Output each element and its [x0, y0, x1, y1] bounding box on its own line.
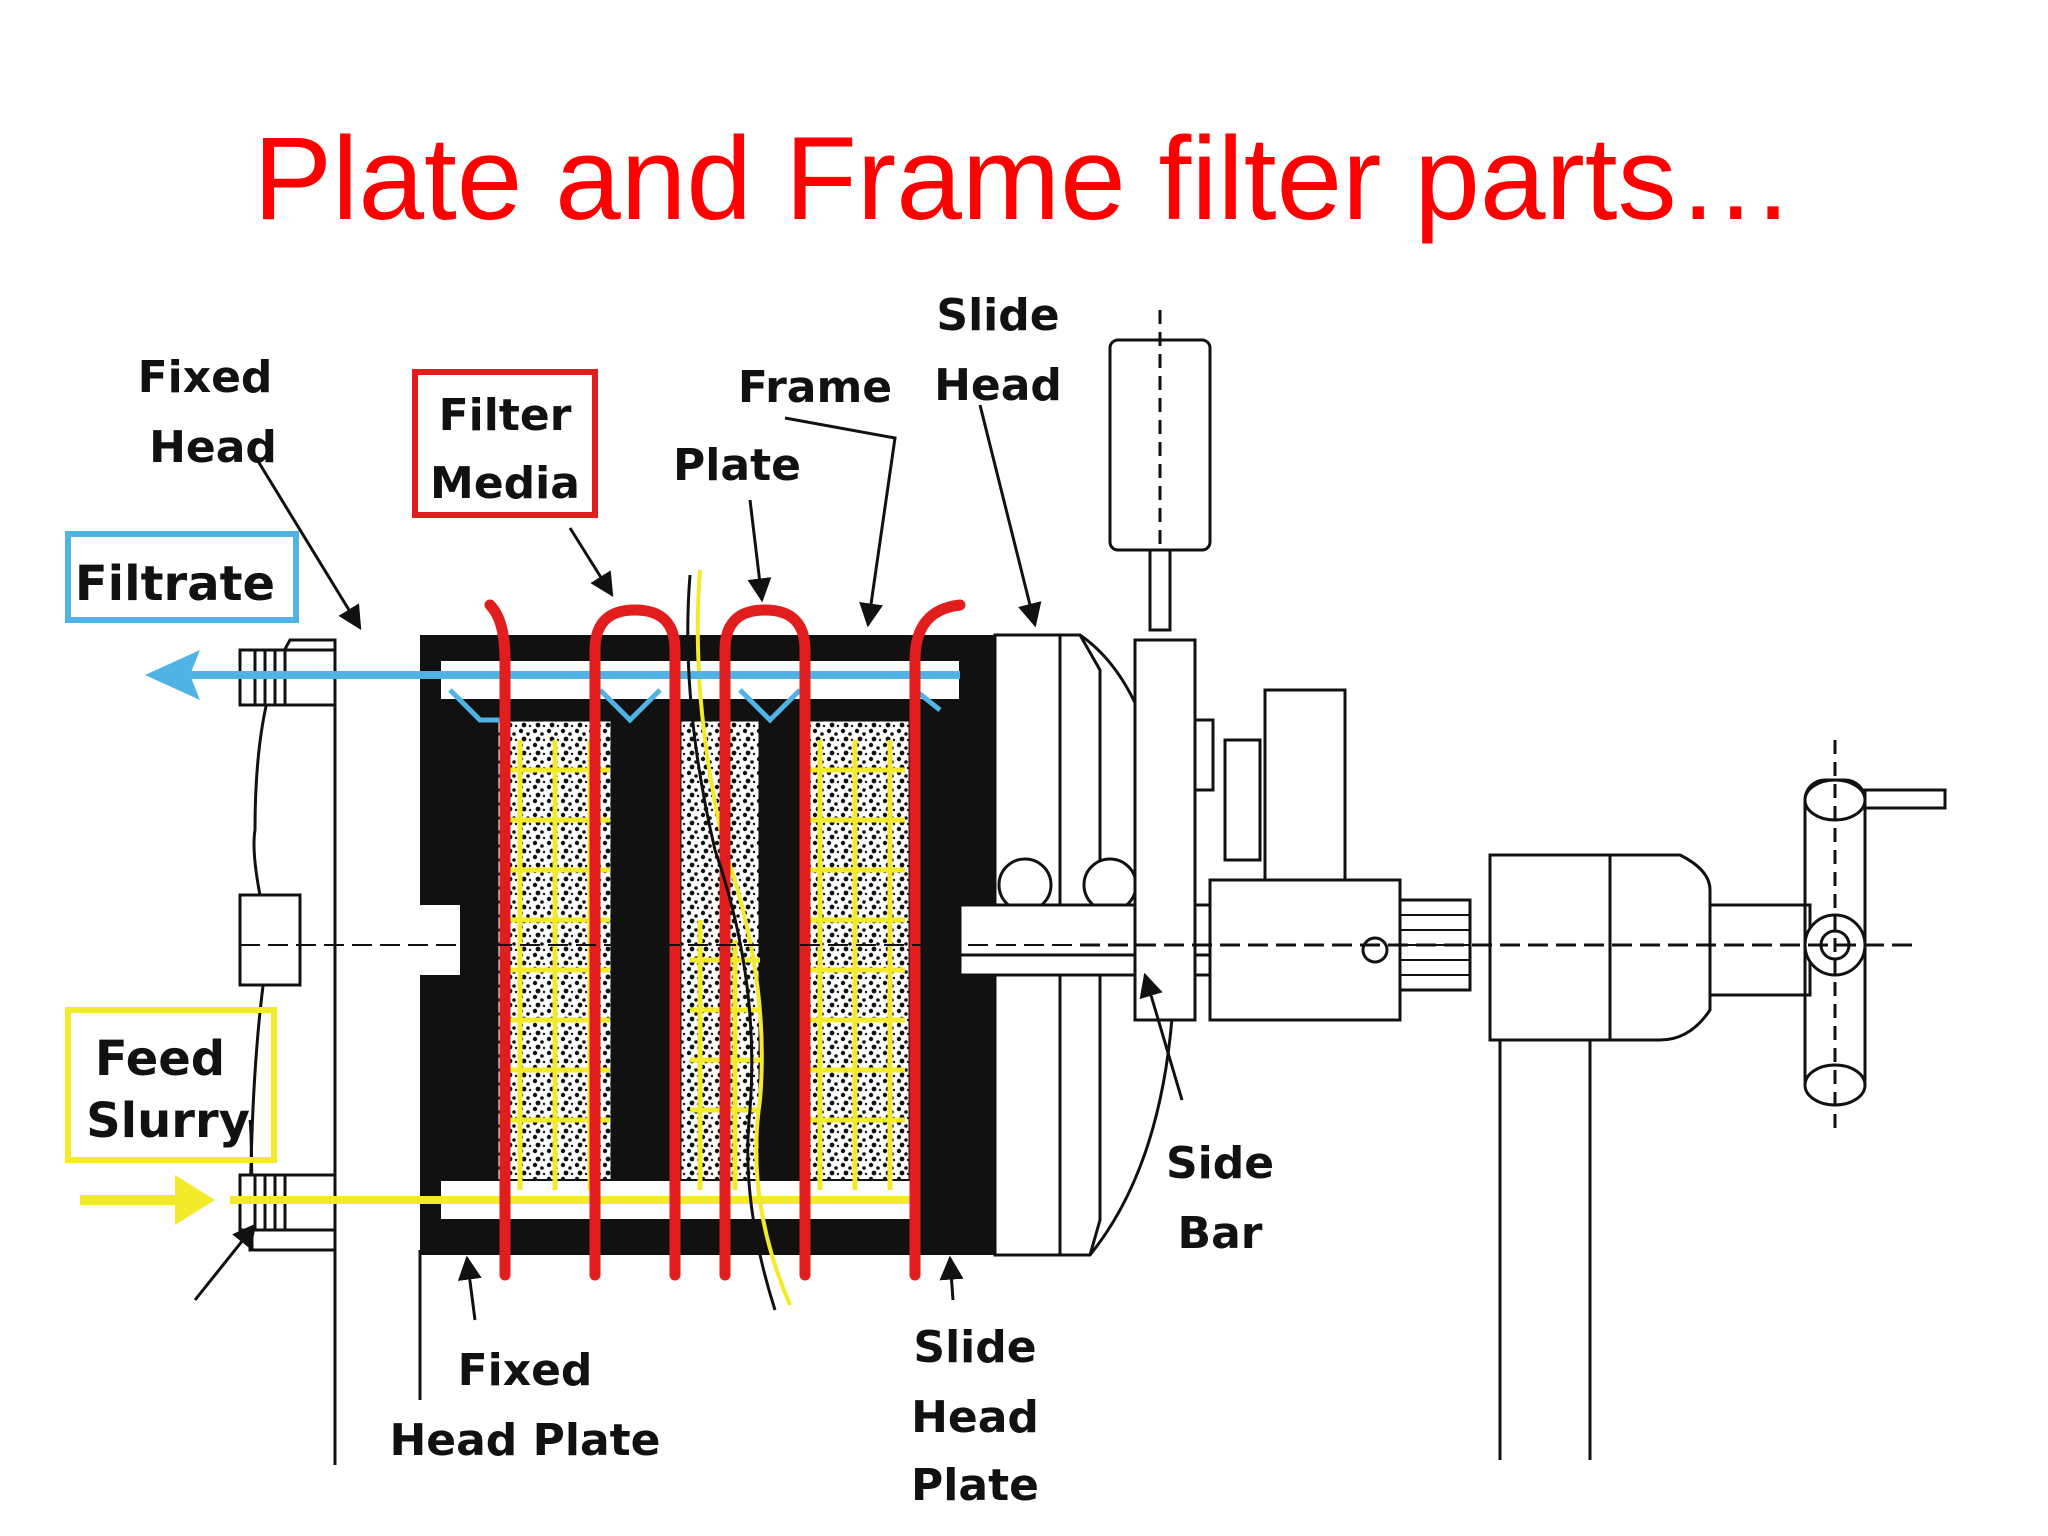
filter-media-label-line2: Media: [430, 458, 580, 509]
slide-title: Plate and Frame filter parts…: [253, 113, 1795, 245]
fixed-head-plate-label-line1: Fixed: [458, 1345, 593, 1396]
slide-head-plate-label-line2: Head: [911, 1392, 1039, 1443]
slide-head-label-line2: Head: [934, 360, 1062, 411]
slide-head-plate-label-line1: Slide: [913, 1322, 1036, 1373]
fixed-head-label-line1: Fixed: [138, 352, 273, 403]
filter-media-label-line1: Filter: [439, 390, 572, 441]
side-bar-label-line1: Side: [1166, 1138, 1274, 1189]
feed-slurry-label-box: [65, 1007, 277, 1163]
filtrate-label-box: [65, 531, 299, 623]
filter-media-label-box: [412, 369, 598, 518]
cloth-separator-line: [686, 574, 777, 1311]
slide-head-label-line1: Slide: [936, 290, 1059, 341]
slide-head-plate-label-line3: Plate: [911, 1460, 1039, 1511]
side-bar-label-line2: Bar: [1178, 1208, 1263, 1259]
frame-label: Frame: [738, 362, 892, 413]
filtrate-label: Filtrate: [75, 556, 275, 612]
feed-slurry-label-line2: Slurry: [86, 1093, 250, 1149]
feed-slurry-label-line1: Feed: [95, 1031, 225, 1087]
fixed-head-label-line2: Head: [149, 422, 277, 473]
closing-mechanism: [958, 310, 1947, 1460]
fixed-head-plate-label-line2: Head Plate: [389, 1415, 660, 1466]
filter-media-cloths: [484, 599, 966, 1281]
plate-label: Plate: [673, 440, 801, 491]
filtrate-flow-path: [145, 650, 960, 724]
fixed-head: [238, 638, 422, 1465]
leader-lines: [193, 404, 1184, 1321]
